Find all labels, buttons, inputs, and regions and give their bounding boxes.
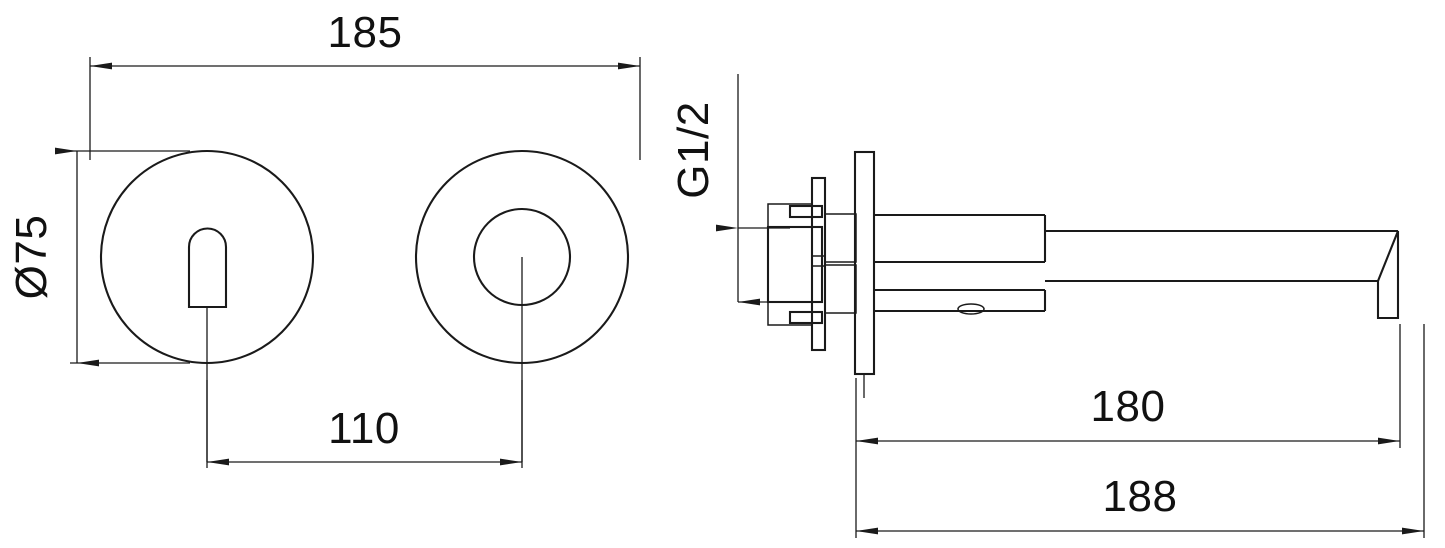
- spout-chamfered-end: [1376, 230, 1400, 320]
- concealed-body-block: [766, 225, 824, 304]
- dimension-centre-to-centre: 110: [206, 380, 523, 468]
- dim-label-110: 110: [328, 404, 400, 453]
- dim-label-g12: G1/2: [669, 101, 718, 198]
- upper-inlet-boss: [824, 213, 857, 263]
- lever-handle-slot: [187, 227, 228, 309]
- dimension-overall-width: 185: [89, 8, 641, 160]
- body-upper-step: [767, 203, 813, 228]
- upper-fixing-lug: [788, 204, 824, 219]
- dim-label-185: 185: [328, 8, 403, 57]
- wall-plate: [853, 150, 876, 376]
- boss-spacer: [811, 255, 826, 267]
- dimension-spout-reach: 180: [855, 324, 1401, 448]
- front-view-group: 185 Ø75 110: [7, 8, 641, 468]
- dimension-escutcheon-diameter: Ø75: [7, 147, 190, 367]
- dimension-inlet-thread: G1/2: [669, 74, 790, 306]
- side-view-group: G1/2 180 188: [669, 74, 1425, 538]
- dim-label-180: 180: [1091, 382, 1166, 431]
- lower-fixing-lug: [788, 310, 824, 325]
- dim-label-188: 188: [1103, 472, 1178, 521]
- dim-label-d75: Ø75: [7, 215, 56, 300]
- underside-nub: [957, 303, 985, 315]
- lower-inlet-boss: [824, 264, 857, 314]
- dimension-overall-projection: 188: [855, 324, 1425, 538]
